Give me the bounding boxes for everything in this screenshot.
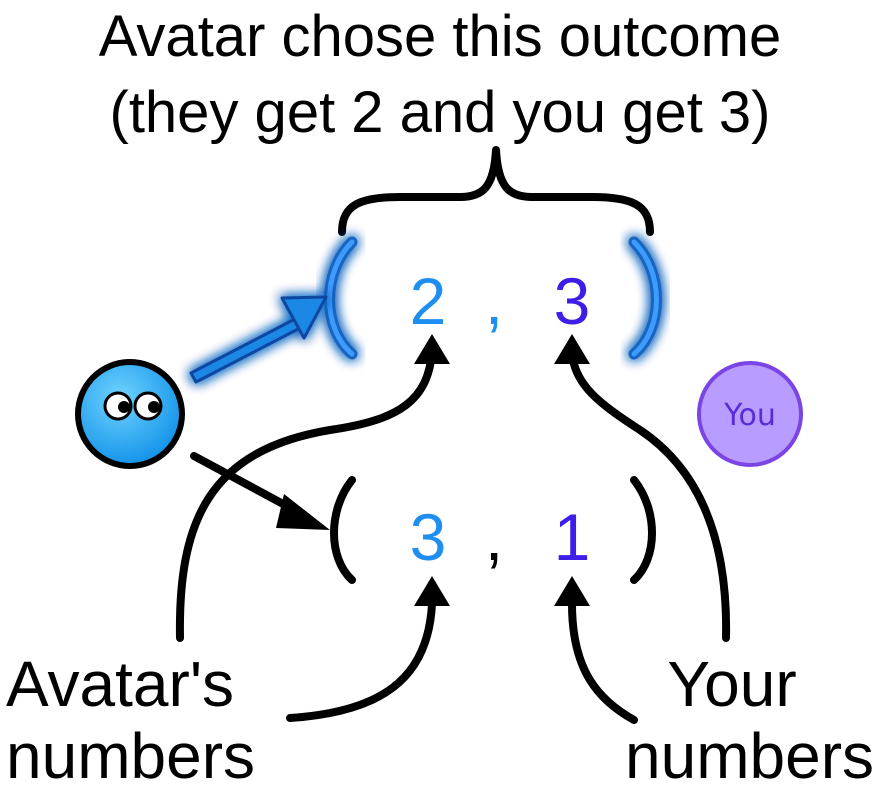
your-label-arrow-to-chosen (568, 348, 731, 642)
other-avatar-number: 3 (410, 500, 447, 574)
other-your-number: 1 (554, 500, 591, 574)
avatar-label-arrow-to-other (286, 600, 436, 722)
avatar-face-icon (75, 359, 185, 469)
other-left-paren (330, 476, 356, 584)
arrowhead-chosen-your (554, 334, 590, 364)
avatar-label-arrow-to-chosen (175, 348, 436, 642)
other-comma: , (485, 500, 503, 574)
avatar-choice-arrow (189, 295, 328, 384)
top-curly-brace (338, 146, 654, 236)
chosen-your-number: 3 (554, 264, 591, 338)
your-label-line-1: Your (667, 648, 796, 720)
you-badge-icon: You (697, 361, 803, 467)
avatar-other-arrow (190, 452, 330, 530)
chosen-comma: , (485, 264, 503, 338)
label-arrows (175, 348, 731, 724)
other-outcome: 3 , 1 (330, 476, 656, 584)
your-label-arrow-to-other (568, 600, 638, 724)
chosen-outcome: 2 , 3 (324, 236, 662, 360)
avatar-label-line-2: numbers (6, 720, 255, 788)
arrowhead-chosen-avatar (414, 334, 450, 364)
arrowhead-other-your (554, 576, 590, 606)
arrow-heads (414, 334, 590, 606)
title-line-1: Avatar chose this outcome (99, 4, 781, 69)
title-line-2: (they get 2 and you get 3) (110, 80, 771, 145)
your-label-line-2: numbers (625, 720, 874, 788)
avatar-label-line-1: Avatar's (6, 648, 234, 720)
arrowhead-other-avatar (414, 576, 450, 606)
chosen-avatar-number: 2 (410, 264, 447, 338)
you-badge-text: You (723, 398, 776, 433)
other-right-paren (630, 476, 656, 584)
